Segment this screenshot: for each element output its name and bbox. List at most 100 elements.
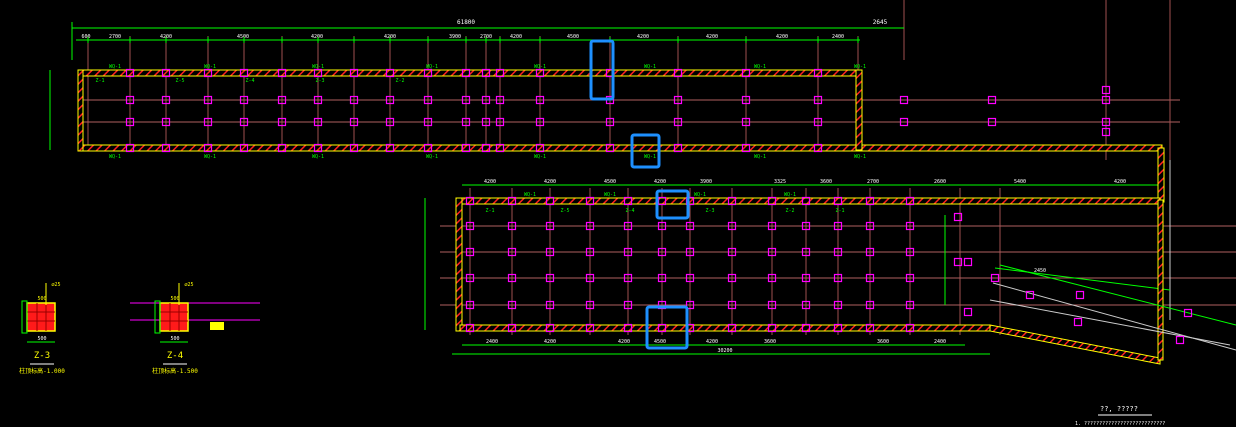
column-marker (833, 300, 843, 310)
dimension-text: 3900 (700, 179, 712, 185)
wall-lower-right (1157, 147, 1165, 203)
column-marker (125, 117, 135, 127)
column-marker (545, 300, 555, 310)
rebar-note: ∅25 (51, 282, 60, 288)
column-marker (963, 307, 973, 317)
column-marker (1183, 308, 1193, 318)
column-marker (801, 300, 811, 310)
dimension-text: 4200 (654, 179, 666, 185)
column-marker (461, 143, 471, 153)
column-marker (899, 117, 909, 127)
column-marker (767, 300, 777, 310)
column-marker (349, 95, 359, 105)
column-marker (741, 95, 751, 105)
column-marker (1101, 117, 1111, 127)
column-marker (727, 221, 737, 231)
column-marker (767, 247, 777, 257)
wall-tag: WQ-1 (109, 64, 121, 70)
column-marker (673, 68, 683, 78)
column-marker (239, 143, 249, 153)
column-marker (767, 196, 777, 206)
column-marker (1101, 127, 1111, 137)
dimension-text: 2700 (109, 34, 121, 40)
section-name: Z-4 (167, 351, 183, 361)
column-marker (423, 68, 433, 78)
column-marker (423, 95, 433, 105)
column-marker (865, 221, 875, 231)
column-marker (507, 247, 517, 257)
column-marker (239, 117, 249, 127)
column-marker (1025, 290, 1035, 300)
section-size-text: 500 (37, 296, 46, 302)
column-marker (623, 196, 633, 206)
dimension-text: 4200 (1114, 179, 1126, 185)
column-marker (507, 323, 517, 333)
column-marker (1101, 95, 1111, 105)
column-marker (865, 323, 875, 333)
column-marker (865, 247, 875, 257)
column-marker (423, 117, 433, 127)
column-marker (741, 117, 751, 127)
column-marker (481, 117, 491, 127)
overall-dimension-text: 61800 (457, 19, 475, 26)
column-marker (161, 143, 171, 153)
column-marker (623, 323, 633, 333)
column-marker (277, 117, 287, 127)
dimension-text: 4200 (510, 34, 522, 40)
column-marker (905, 300, 915, 310)
highlight-box (630, 133, 661, 169)
column-marker (905, 196, 915, 206)
column-marker (1101, 85, 1111, 95)
column-marker (461, 95, 471, 105)
column-tag: Z-4 (245, 78, 254, 84)
column-marker (495, 95, 505, 105)
dimension-text: 4500 (604, 179, 616, 185)
column-marker (813, 68, 823, 78)
column-marker (125, 68, 135, 78)
column-marker (507, 221, 517, 231)
column-marker (953, 212, 963, 222)
column-tag: Z-1 (835, 208, 844, 214)
column-marker (481, 68, 491, 78)
wall-lower-bottom (459, 324, 991, 332)
drawing-title: ??, ????? (1100, 405, 1138, 413)
column-marker (545, 221, 555, 231)
section-level: 柱顶标高-1.500 (152, 367, 198, 375)
section-level: 柱顶标高-1.000 (19, 367, 65, 375)
column-marker (801, 323, 811, 333)
wall-tag: WQ-1 (312, 64, 324, 70)
column-marker (585, 273, 595, 283)
column-tag: Z-5 (175, 78, 184, 84)
column-marker (465, 247, 475, 257)
dimension-text: 3600 (877, 339, 889, 345)
column-marker (1075, 290, 1085, 300)
wall-tag: WQ-1 (204, 154, 216, 160)
wall-tag: WQ-1 (694, 192, 706, 198)
dimension-text: 3900 (449, 34, 461, 40)
column-marker (585, 247, 595, 257)
wall-tag: WQ-1 (426, 154, 438, 160)
column-marker (767, 221, 777, 231)
column-tag: Z-2 (785, 208, 794, 214)
column-marker (727, 300, 737, 310)
wall-slanted-right (1157, 199, 1164, 361)
column-marker (161, 68, 171, 78)
section-dim (21, 300, 28, 334)
column-marker (865, 196, 875, 206)
column-marker (833, 273, 843, 283)
dimension-text: 2645 (873, 19, 888, 26)
dimension-text: 3325 (774, 179, 786, 185)
column-tag: Z-2 (395, 78, 404, 84)
column-marker (741, 68, 751, 78)
slant-line (989, 299, 1231, 346)
column-marker (585, 323, 595, 333)
highlight-box (655, 189, 690, 220)
column-marker (990, 273, 1000, 283)
column-marker (203, 95, 213, 105)
column-marker (313, 95, 323, 105)
column-marker (495, 68, 505, 78)
wall-tag: WQ-1 (644, 64, 656, 70)
column-marker (685, 247, 695, 257)
dimension-text: 2600 (934, 179, 946, 185)
